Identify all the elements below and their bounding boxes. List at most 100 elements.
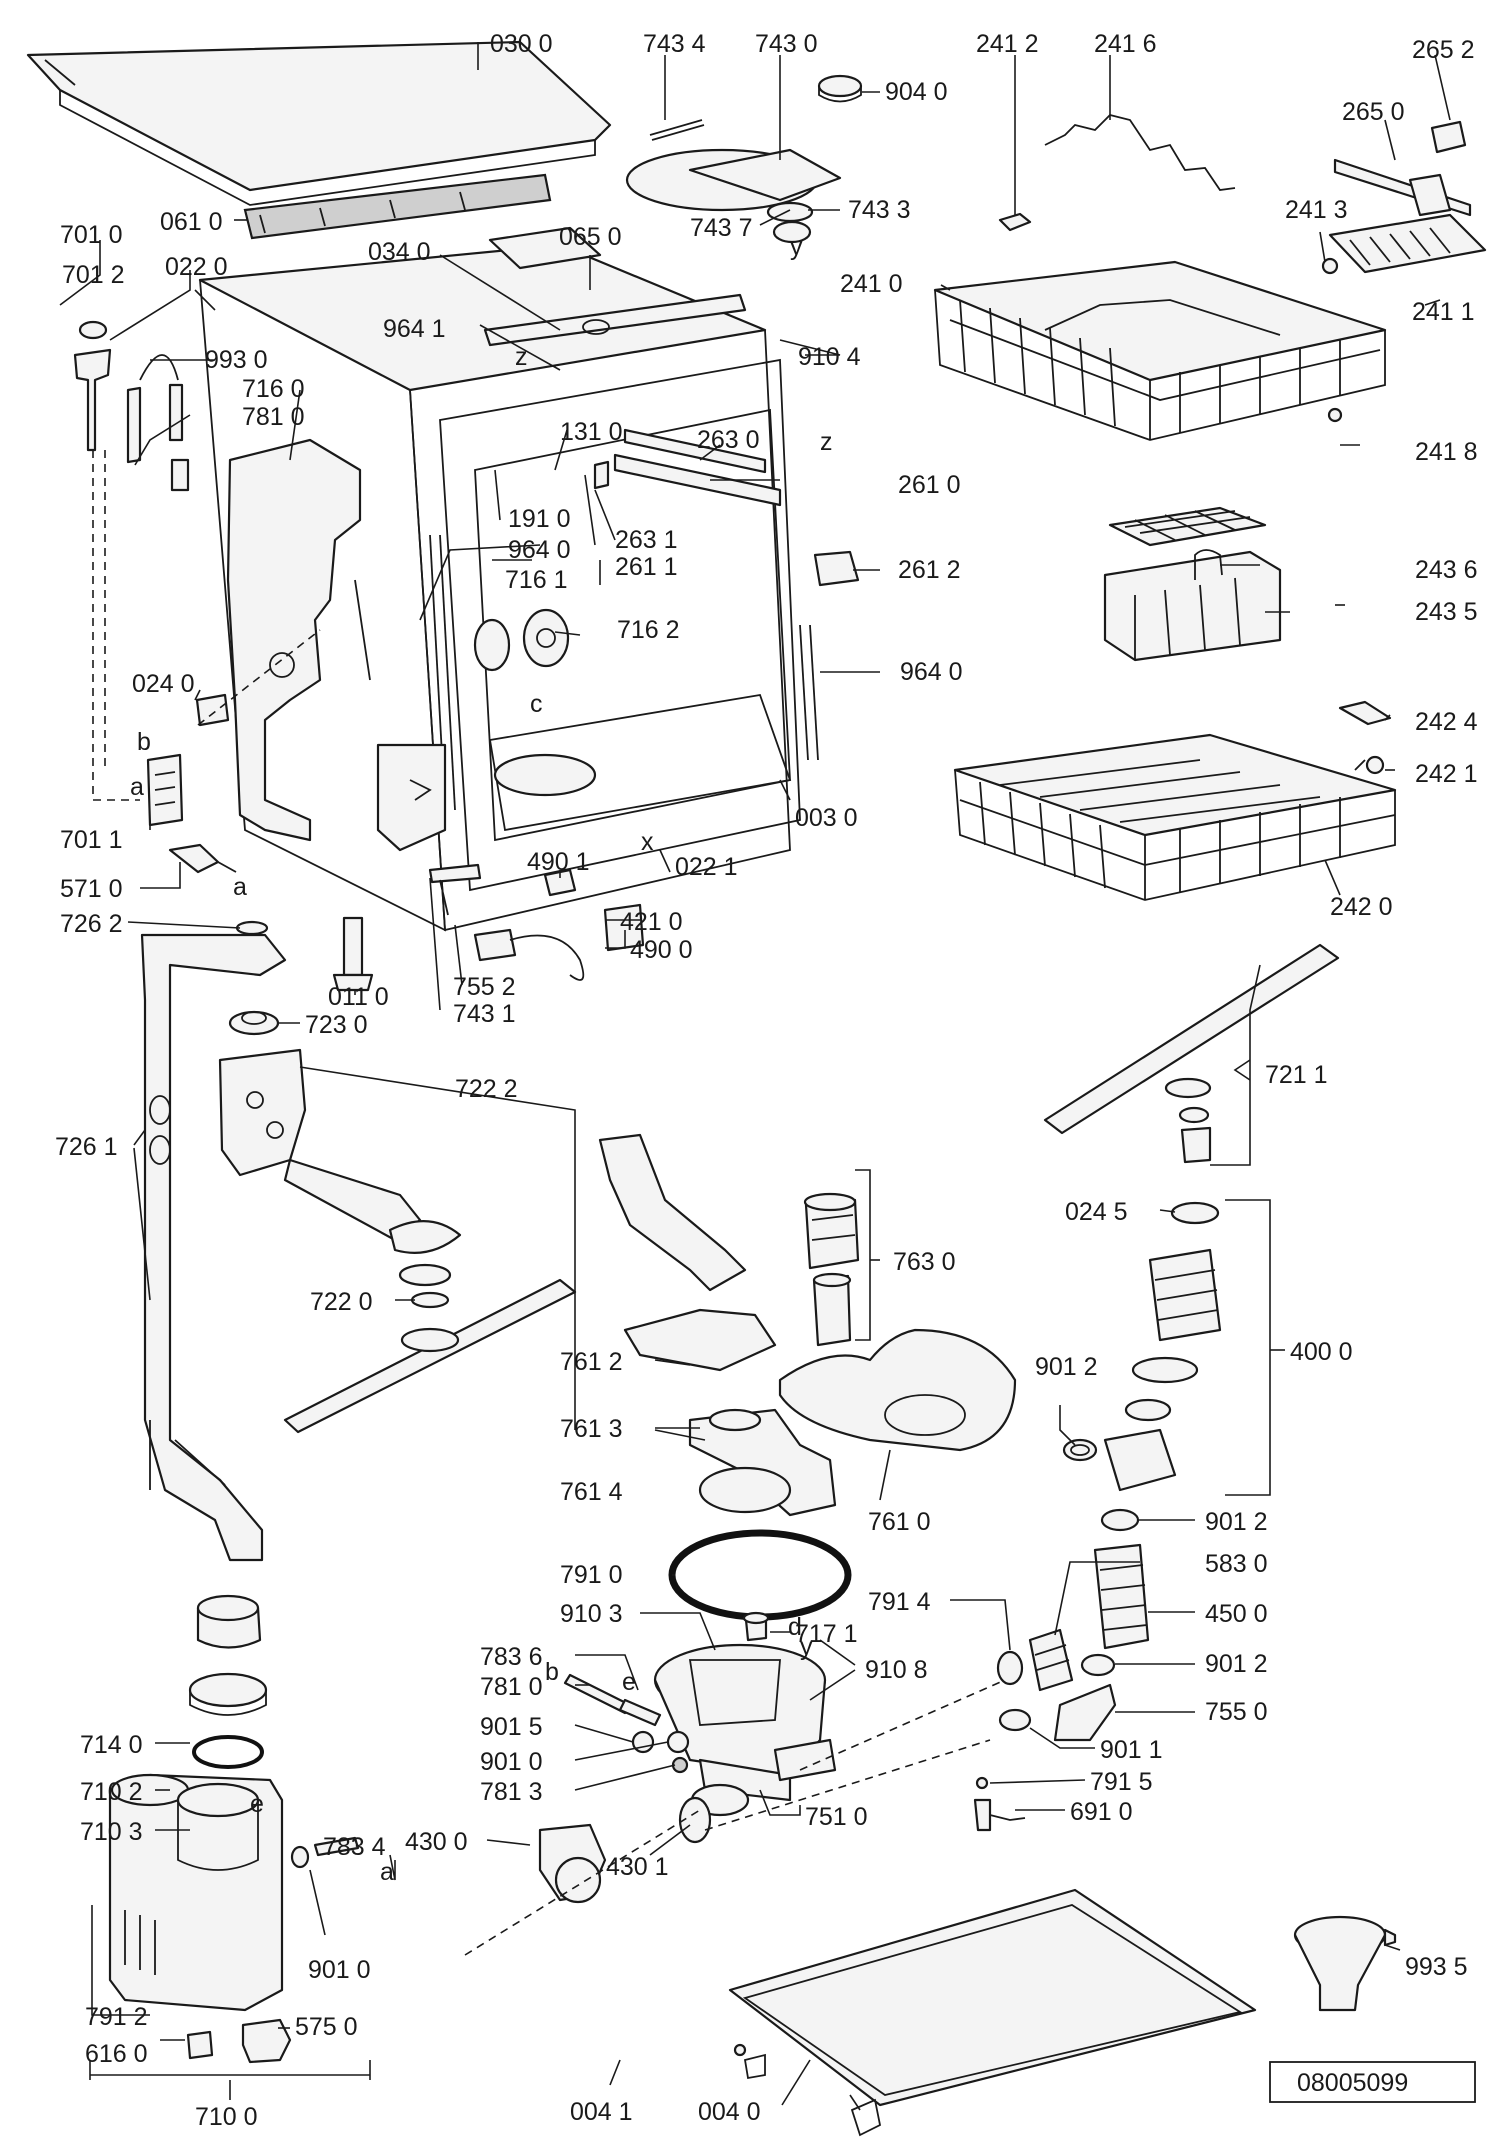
callout-label: 910 3 bbox=[560, 1600, 623, 1628]
vent-716 bbox=[473, 608, 570, 672]
callout-label: 241 3 bbox=[1285, 196, 1348, 224]
callout-label: 131 0 bbox=[560, 418, 623, 446]
callout-label: 003 0 bbox=[795, 804, 858, 832]
callout-label: 743 1 bbox=[453, 1000, 516, 1028]
softener-710 bbox=[108, 1594, 360, 2012]
callout-label: 964 0 bbox=[508, 536, 571, 564]
callout-label: 261 2 bbox=[898, 556, 961, 584]
callout-label: 701 2 bbox=[62, 261, 125, 289]
callout-label: 721 1 bbox=[1265, 1061, 1328, 1089]
callout-label: 910 4 bbox=[798, 343, 861, 371]
base-004 bbox=[728, 1888, 1257, 2137]
callout-label: 743 4 bbox=[643, 30, 706, 58]
duct-726 bbox=[140, 920, 287, 1562]
sensor-691 bbox=[973, 1776, 1026, 1832]
callout-label: 571 0 bbox=[60, 875, 123, 903]
o-ring-791 bbox=[668, 1529, 852, 1621]
callout-label: 743 7 bbox=[690, 214, 753, 242]
callout-label: 901 2 bbox=[1205, 1650, 1268, 1678]
callout-label: 061 0 bbox=[160, 208, 223, 236]
callout-label: 910 8 bbox=[865, 1656, 928, 1684]
letter-marker: b bbox=[137, 728, 151, 756]
callout-label: 004 0 bbox=[698, 2098, 761, 2126]
rail-261 bbox=[593, 428, 860, 587]
tub-022 bbox=[198, 226, 801, 932]
callout-label: 761 3 bbox=[560, 1415, 623, 1443]
clip-241-2 bbox=[998, 212, 1032, 232]
callout-label: 783 4 bbox=[323, 1833, 386, 1861]
lower-spray-group-722 bbox=[218, 1048, 577, 1434]
callout-label: 901 2 bbox=[1205, 1508, 1268, 1536]
callout-label: 901 0 bbox=[308, 1956, 371, 1984]
callout-label: 717 1 bbox=[795, 1620, 858, 1648]
callout-label: 716 1 bbox=[505, 566, 568, 594]
shelf-241-1 bbox=[1321, 213, 1487, 275]
bracket-701-1 bbox=[146, 753, 184, 827]
callout-label: 761 2 bbox=[560, 1348, 623, 1376]
callout-label: 964 0 bbox=[900, 658, 963, 686]
callout-label: 242 0 bbox=[1330, 893, 1393, 921]
upper-basket-241 bbox=[933, 260, 1387, 441]
rail-241-6 bbox=[1044, 114, 1236, 191]
letter-marker: a bbox=[233, 873, 247, 901]
letter-marker: z bbox=[515, 343, 528, 371]
letter-marker: e bbox=[250, 1790, 264, 1818]
callout-label: 964 1 bbox=[383, 315, 446, 343]
callout-label: 242 4 bbox=[1415, 708, 1478, 736]
callout-label: 024 0 bbox=[132, 670, 195, 698]
pump-hose-group bbox=[996, 1508, 1150, 1742]
letter-marker: c bbox=[530, 690, 543, 718]
callout-label: 743 0 bbox=[755, 30, 818, 58]
callout-label: 583 0 bbox=[1205, 1550, 1268, 1578]
callout-label: 701 0 bbox=[60, 221, 123, 249]
upper-spray-arm-721 bbox=[1043, 943, 1340, 1164]
callout-label: 450 0 bbox=[1205, 1600, 1268, 1628]
funnel-993-5 bbox=[1293, 1915, 1397, 2012]
door-frame bbox=[376, 743, 447, 852]
callout-label: 400 0 bbox=[1290, 1338, 1353, 1366]
callout-label: 710 0 bbox=[195, 2103, 258, 2131]
bolt-011 bbox=[332, 916, 374, 992]
callout-label: 791 4 bbox=[868, 1588, 931, 1616]
callout-label: 901 5 bbox=[480, 1713, 543, 1741]
letter-marker: x bbox=[641, 828, 654, 856]
callout-label: 243 6 bbox=[1415, 556, 1478, 584]
callout-label: 241 0 bbox=[840, 270, 903, 298]
callout-label: 241 8 bbox=[1415, 438, 1478, 466]
callout-label: 716 2 bbox=[617, 616, 680, 644]
fine-filter-761-0 bbox=[778, 1328, 1017, 1452]
callout-label: 761 0 bbox=[868, 1508, 931, 1536]
callout-label: 034 0 bbox=[368, 238, 431, 266]
small-parts-616-575 bbox=[186, 2018, 292, 2064]
callout-label: 714 0 bbox=[80, 1731, 143, 1759]
callout-label: 011 0 bbox=[328, 983, 389, 1011]
callout-label: 755 0 bbox=[1205, 1698, 1268, 1726]
callout-label: 781 0 bbox=[242, 403, 305, 431]
callout-label: 430 1 bbox=[606, 1853, 669, 1881]
callout-label: 024 5 bbox=[1065, 1198, 1128, 1226]
letter-marker: a bbox=[130, 773, 144, 801]
callout-label: 022 1 bbox=[675, 853, 738, 881]
power-cord-490 bbox=[473, 868, 645, 981]
callout-label: 904 0 bbox=[885, 78, 948, 106]
callout-label: 065 0 bbox=[559, 223, 622, 251]
hose-group-701 bbox=[73, 320, 190, 801]
callout-label: 993 0 bbox=[205, 346, 268, 374]
callout-label: 265 0 bbox=[1342, 98, 1405, 126]
callout-label: 710 2 bbox=[80, 1778, 143, 1806]
salt-cap-group-743 bbox=[625, 119, 842, 244]
pump-group-400 bbox=[1062, 1201, 1222, 1492]
rail-265 bbox=[1333, 120, 1472, 217]
sensor-571 bbox=[168, 843, 237, 874]
callout-label: 751 0 bbox=[805, 1803, 868, 1831]
callout-label: 701 1 bbox=[60, 826, 123, 854]
callout-label: 263 0 bbox=[697, 426, 760, 454]
clip-242-4 bbox=[1338, 700, 1392, 775]
clip-755-743 bbox=[428, 863, 482, 916]
callout-label: 723 0 bbox=[305, 1011, 368, 1039]
callout-label: 241 6 bbox=[1094, 30, 1157, 58]
letter-marker: b bbox=[545, 1658, 559, 1686]
callout-label: 791 5 bbox=[1090, 1768, 1153, 1796]
letter-marker: y bbox=[790, 233, 803, 261]
